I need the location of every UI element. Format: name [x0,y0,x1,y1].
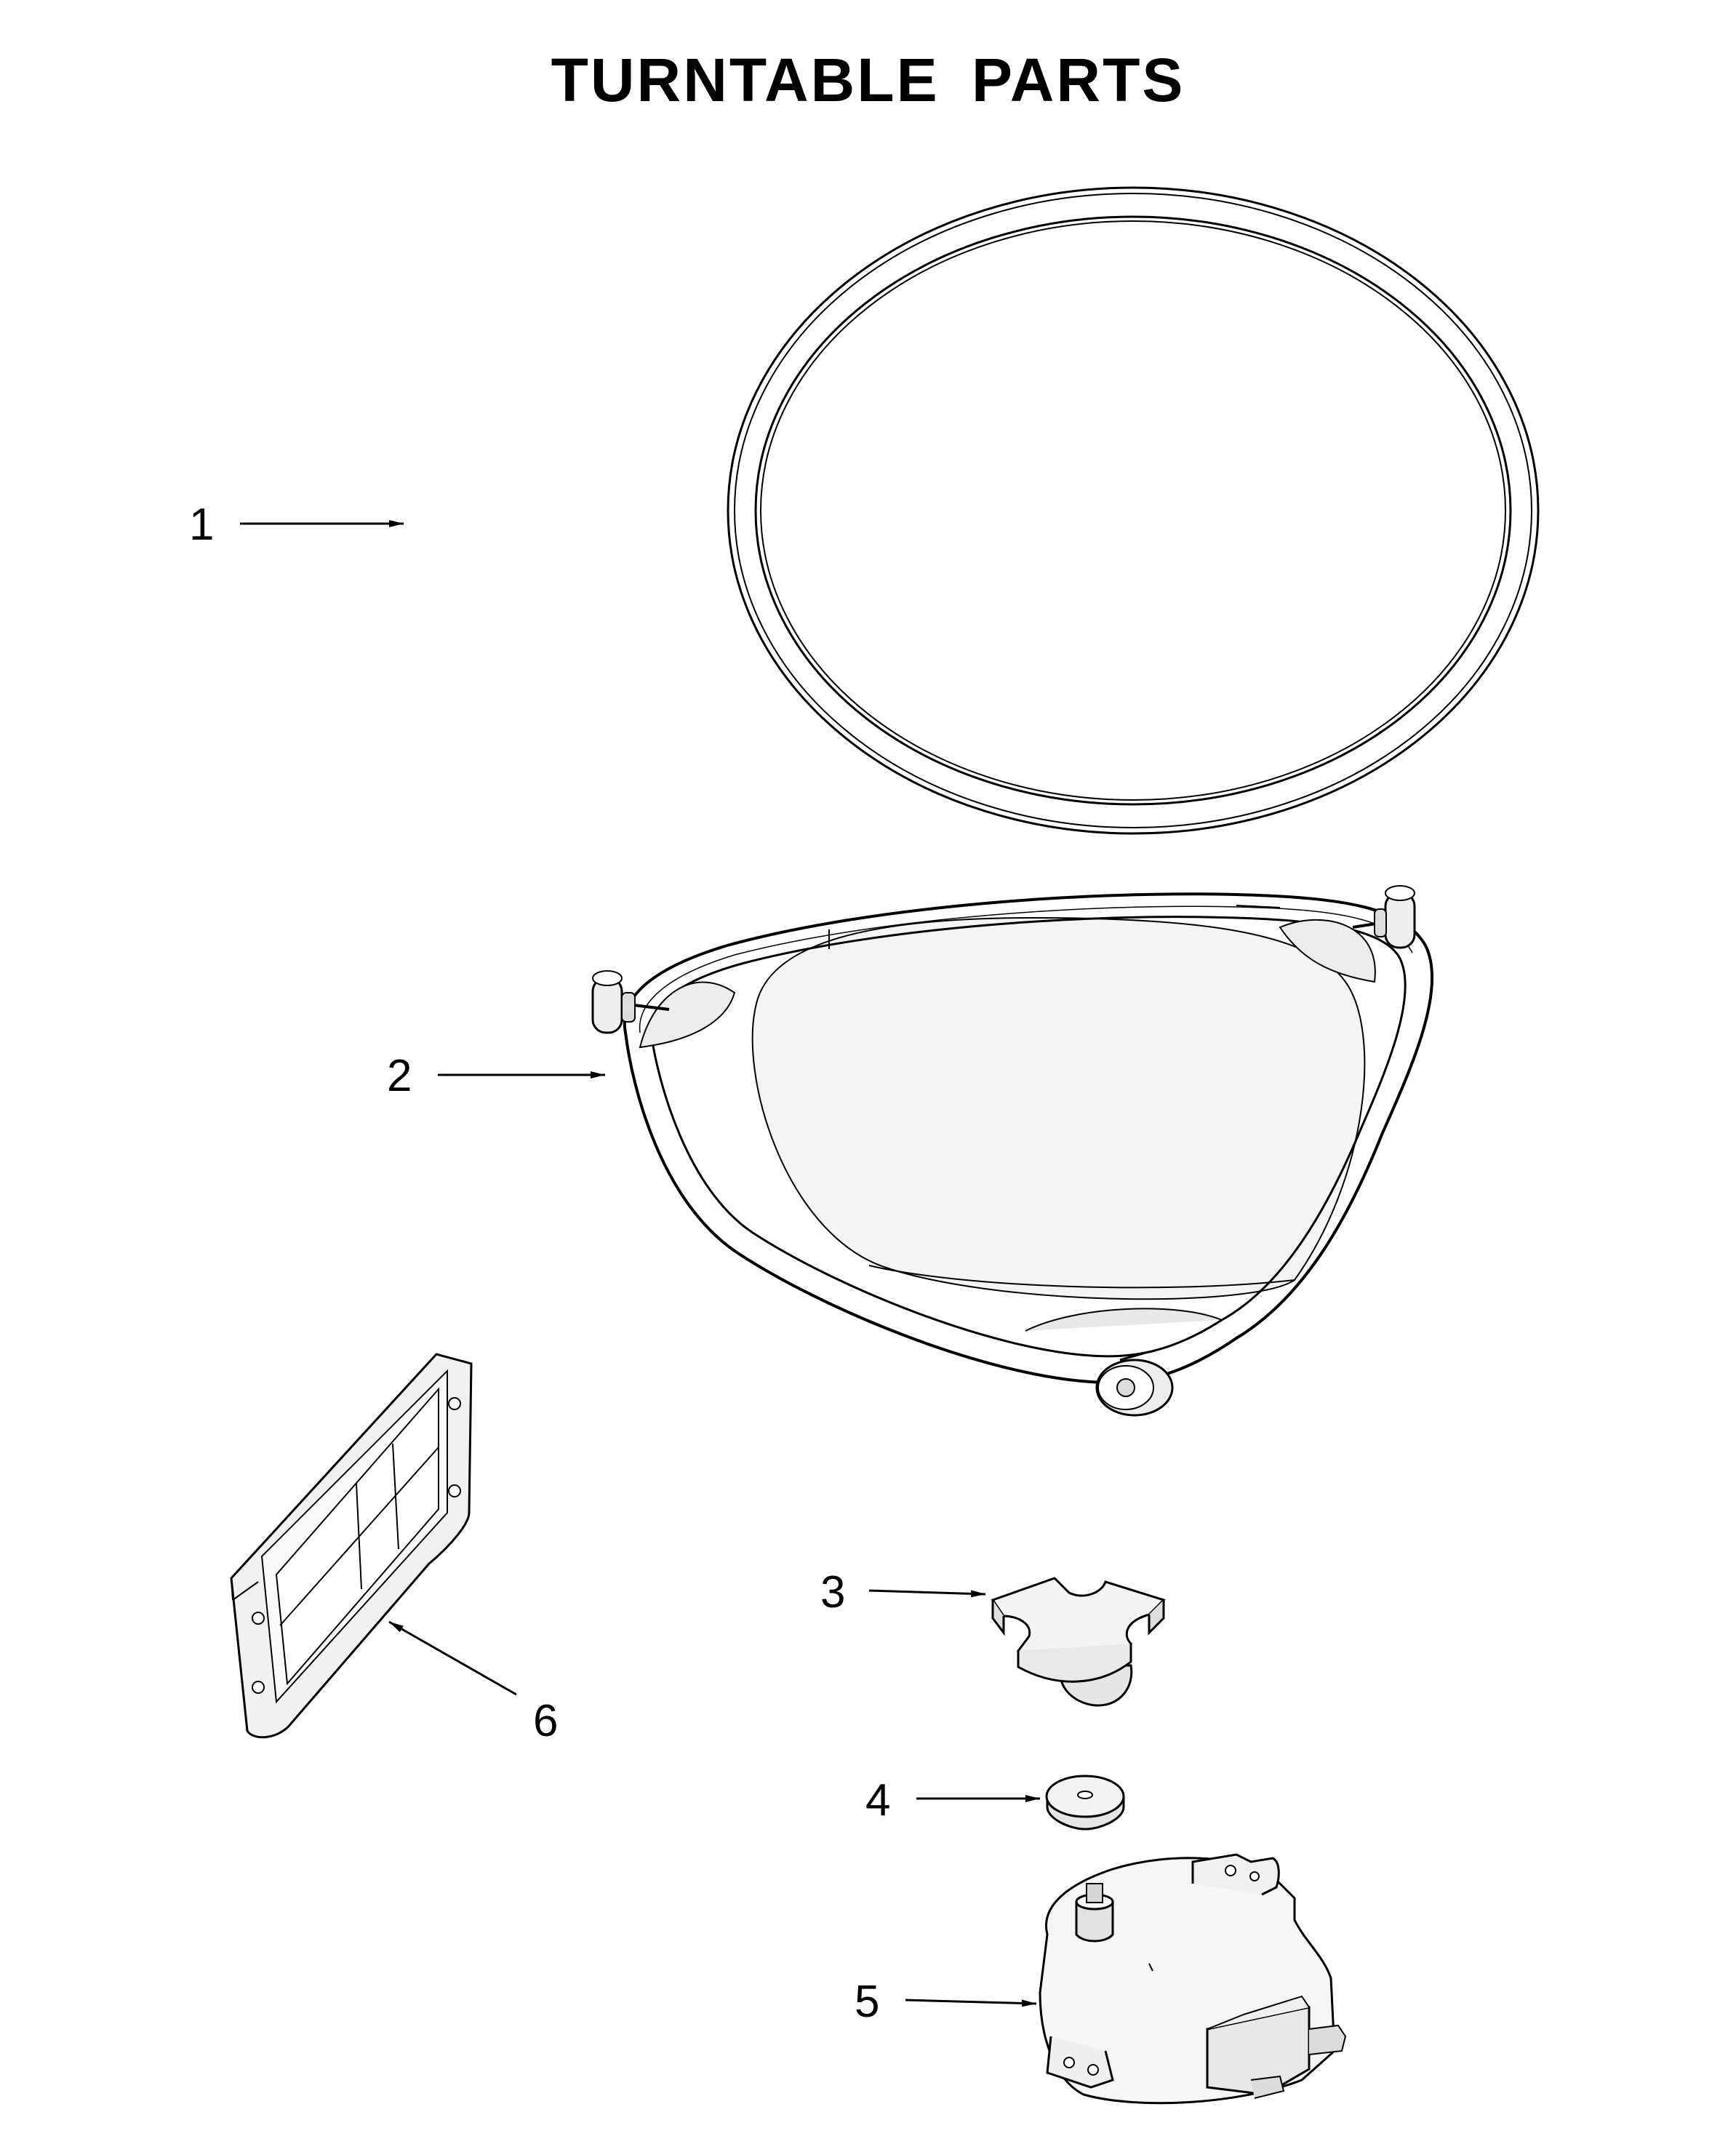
callout-number-6: 6 [533,1696,558,1746]
callout-number-2: 2 [387,1051,412,1101]
glass-tray-icon [727,186,1540,835]
callout-number-1: 1 [189,500,214,550]
roller-support-icon [591,885,1434,1417]
waveguide-cover-icon [230,1353,473,1739]
turntable-motor-icon [1039,1853,1347,2105]
callout-number-3: 3 [820,1567,845,1617]
coupler-icon [991,1577,1166,1707]
callout-number-4: 4 [865,1775,890,1825]
callout-number-5: 5 [855,1977,879,2027]
callout-arrow-3 [868,1589,986,1598]
page-title: TURNTABLE PARTS [551,46,1185,114]
callout-arrow-5 [905,1999,1037,2007]
callout-arrows [240,520,1040,2007]
callout-arrow-6 [388,1620,517,1696]
washer-icon [1045,1775,1125,1831]
